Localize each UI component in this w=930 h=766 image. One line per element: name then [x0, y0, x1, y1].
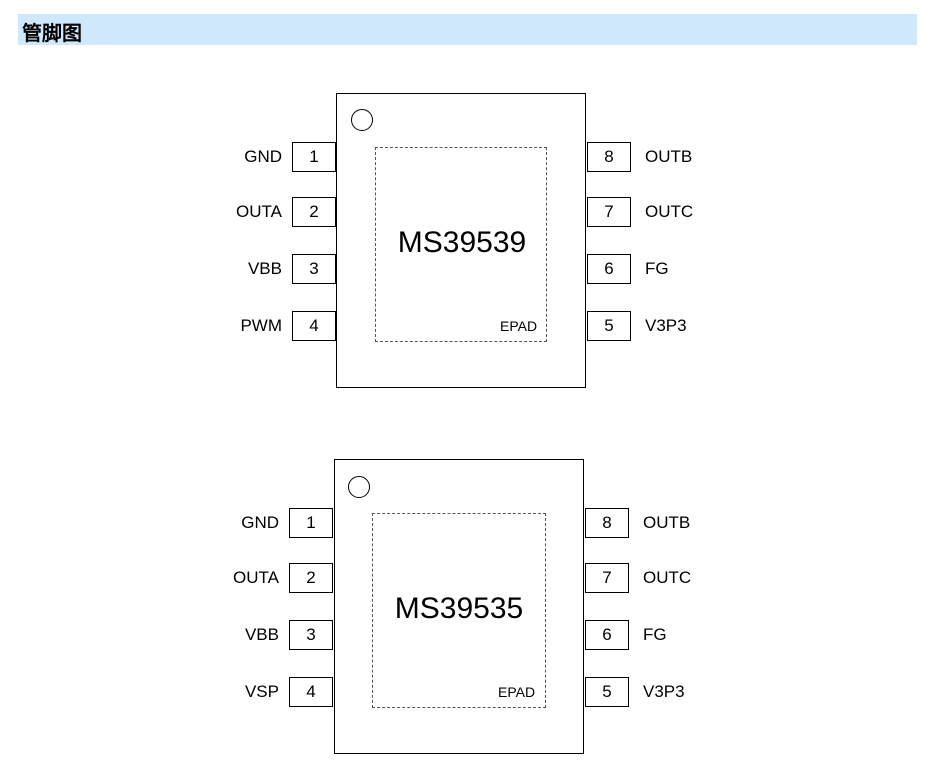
- pin-number: 5: [587, 311, 631, 341]
- pin-name: OUTC: [645, 202, 694, 221]
- pin-name: OUTB: [643, 513, 691, 532]
- pin-name: VSP: [244, 682, 279, 701]
- pin-name: GND: [241, 513, 279, 532]
- part-name: MS39539: [397, 226, 527, 259]
- pin-name: GND: [244, 147, 282, 166]
- pin-number: 4: [289, 677, 333, 707]
- pin-name: OUTB: [645, 147, 693, 166]
- part-name: MS39535: [394, 592, 524, 625]
- pin-number: 3: [292, 254, 336, 284]
- pin-name: OUTC: [643, 568, 692, 587]
- pin-number: 8: [585, 508, 629, 538]
- pin-name: OUTA: [236, 202, 282, 221]
- pin-number: 8: [587, 142, 631, 172]
- pin-number: 2: [289, 563, 333, 593]
- pin1-indicator-circle: [348, 476, 370, 498]
- pin-number: 4: [292, 311, 336, 341]
- epad-outline: [375, 147, 547, 342]
- chip-body: [336, 93, 586, 388]
- pin-name: FG: [643, 625, 667, 644]
- pin-name: VBB: [247, 259, 282, 278]
- pin-name: OUTA: [233, 568, 279, 587]
- pin-name: FG: [645, 259, 669, 278]
- pin-number: 5: [585, 677, 629, 707]
- pin-number: 2: [292, 197, 336, 227]
- epad-outline: [372, 513, 546, 708]
- pin-number: 1: [292, 142, 336, 172]
- chip-body: [334, 459, 584, 754]
- section-header: 管脚图: [18, 14, 917, 45]
- section-title: 管脚图: [22, 21, 82, 45]
- pin-number: 6: [585, 620, 629, 650]
- pin-number: 1: [289, 508, 333, 538]
- pin-number: 7: [587, 197, 631, 227]
- pin-name: PWM: [240, 316, 282, 335]
- pin1-indicator-circle: [351, 109, 373, 131]
- epad-label: EPAD: [498, 684, 536, 700]
- pin-name: VBB: [244, 625, 279, 644]
- pin-number: 7: [585, 563, 629, 593]
- epad-label: EPAD: [500, 318, 538, 334]
- pin-number: 6: [587, 254, 631, 284]
- pin-number: 3: [289, 620, 333, 650]
- pin-name: V3P3: [643, 682, 685, 701]
- pin-name: V3P3: [645, 316, 687, 335]
